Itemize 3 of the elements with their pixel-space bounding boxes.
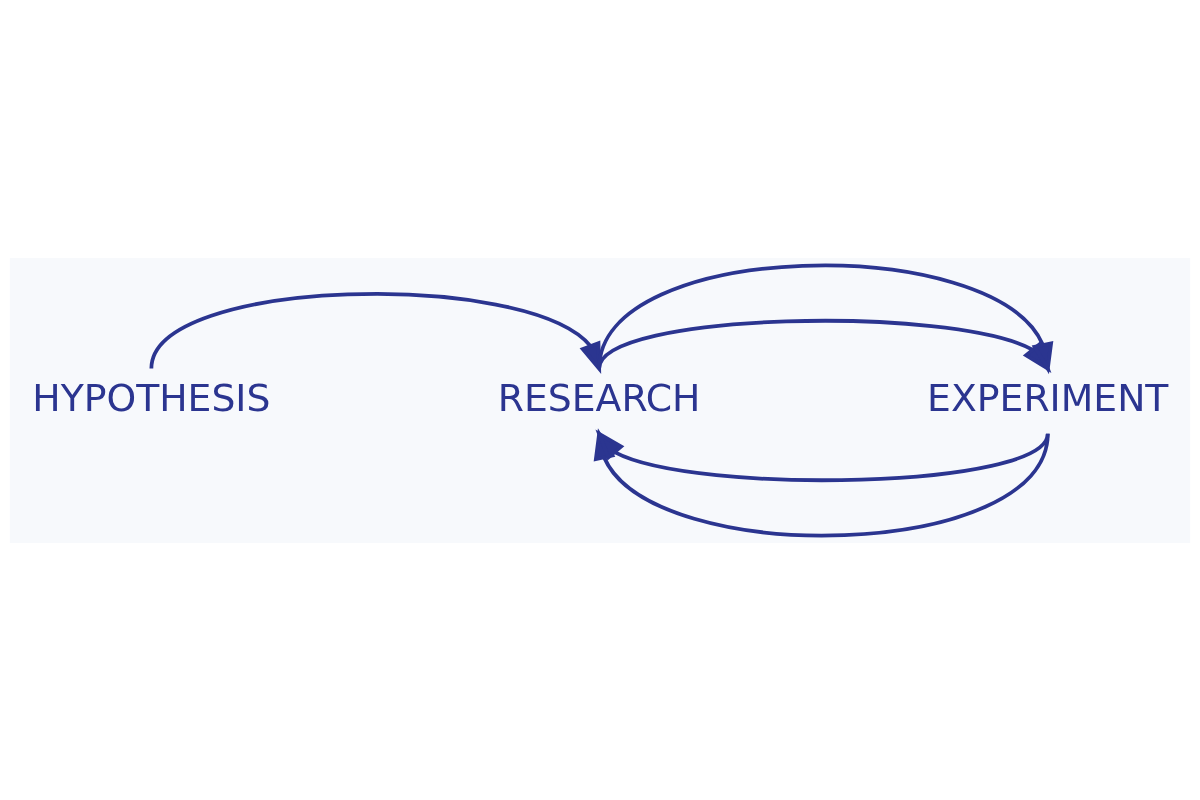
node-text: HYPOTHESIS: [32, 375, 271, 420]
node-text: RESEARCH: [497, 375, 701, 420]
node-text: EXPERIMENT: [927, 375, 1169, 420]
